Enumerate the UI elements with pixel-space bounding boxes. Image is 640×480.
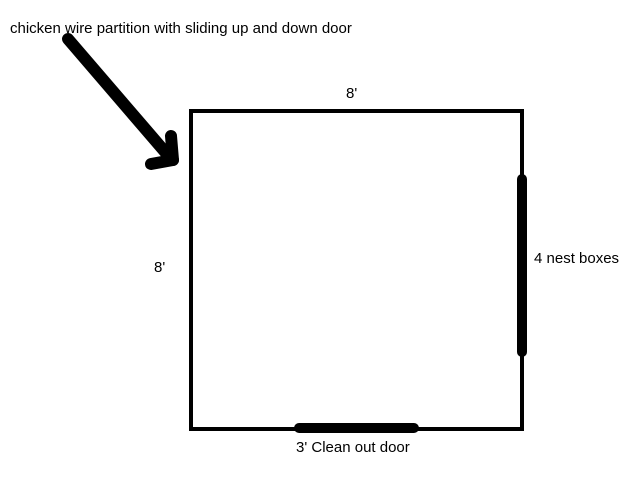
coop-outline bbox=[189, 109, 524, 431]
top-dimension: 8' bbox=[346, 85, 358, 102]
clean-out-door-label: 3' Clean out door bbox=[296, 439, 410, 456]
left-dimension: 8' bbox=[154, 259, 166, 276]
arrow-icon bbox=[62, 33, 179, 170]
partition-note: chicken wire partition with sliding up a… bbox=[10, 20, 352, 37]
nest-boxes-label: 4 nest boxes bbox=[534, 250, 620, 267]
